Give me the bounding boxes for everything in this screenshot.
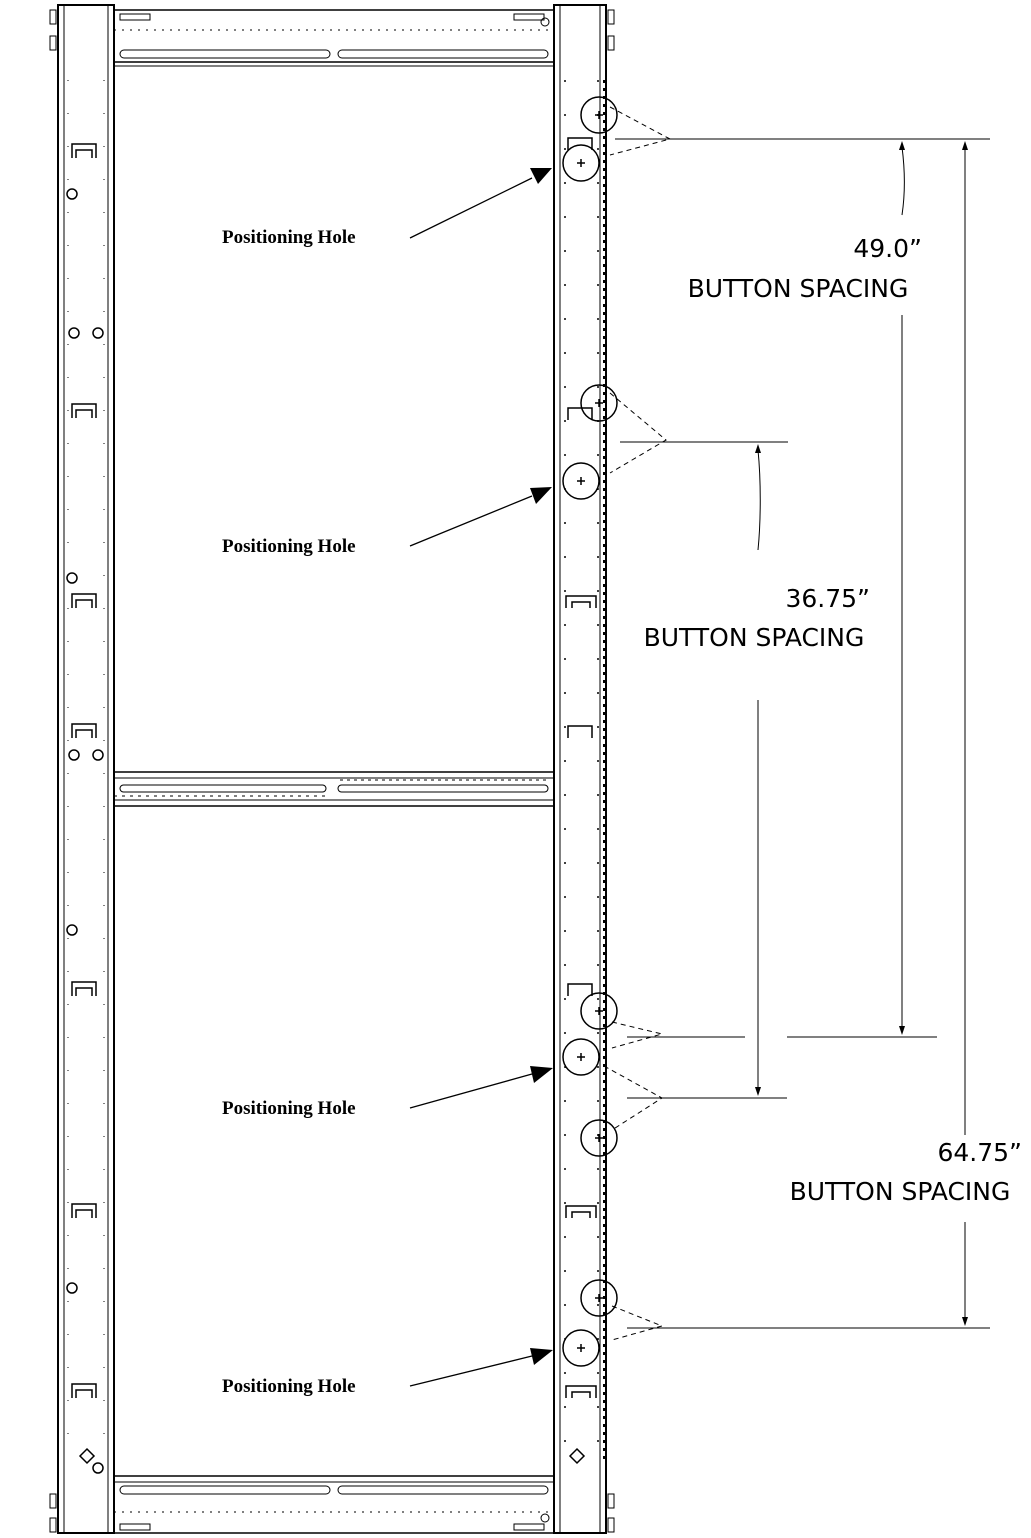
positioning-hole: [562, 1038, 600, 1076]
dimension-value-64-75: 64.75”: [937, 1138, 1022, 1167]
dimension-caption-64-75: BUTTON SPACING: [790, 1177, 1011, 1206]
positioning-hole: [580, 992, 618, 1030]
positioning-holes: [562, 96, 618, 1367]
positioning-hole: [580, 1279, 618, 1317]
positioning-hole-label: Positioning Hole: [222, 536, 356, 557]
left-post: [57, 4, 115, 1534]
right-post: [553, 4, 607, 1534]
callout-arrows: [409, 168, 553, 1387]
dimension-value-49: 49.0”: [853, 234, 922, 263]
dimension-arrowheads: [755, 141, 968, 1326]
positioning-hole-label: Positioning Hole: [222, 227, 356, 248]
positioning-hole: [562, 1329, 600, 1367]
dashed-leaders: [603, 106, 672, 1341]
callout-arrow: [409, 1348, 553, 1387]
rack-frame: [49, 4, 615, 1534]
positioning-hole: [580, 1119, 618, 1157]
positioning-hole: [580, 96, 618, 134]
right-post-details: [565, 137, 597, 1465]
mounting-lugs: [49, 9, 615, 1533]
top-crossbar: [113, 9, 555, 67]
dimension-caption-49: BUTTON SPACING: [688, 274, 909, 303]
positioning-hole-label: Positioning Hole: [222, 1376, 356, 1397]
left-post-details: [66, 143, 104, 1474]
positioning-hole: [580, 384, 618, 422]
middle-crossbar: [113, 771, 555, 807]
bottom-crossbar: [113, 1475, 555, 1534]
callout-arrow: [409, 1066, 553, 1109]
callout-arrow: [409, 168, 552, 239]
dimension-caption-36-75: BUTTON SPACING: [644, 623, 865, 652]
dimension-value-36-75: 36.75”: [785, 584, 870, 613]
callout-arrow: [409, 487, 552, 547]
dimension-lines: [615, 138, 990, 1329]
positioning-hole: [562, 462, 600, 500]
post-hole-pattern: [67, 80, 605, 1460]
positioning-hole: [562, 144, 600, 182]
positioning-hole-label: Positioning Hole: [222, 1098, 356, 1119]
